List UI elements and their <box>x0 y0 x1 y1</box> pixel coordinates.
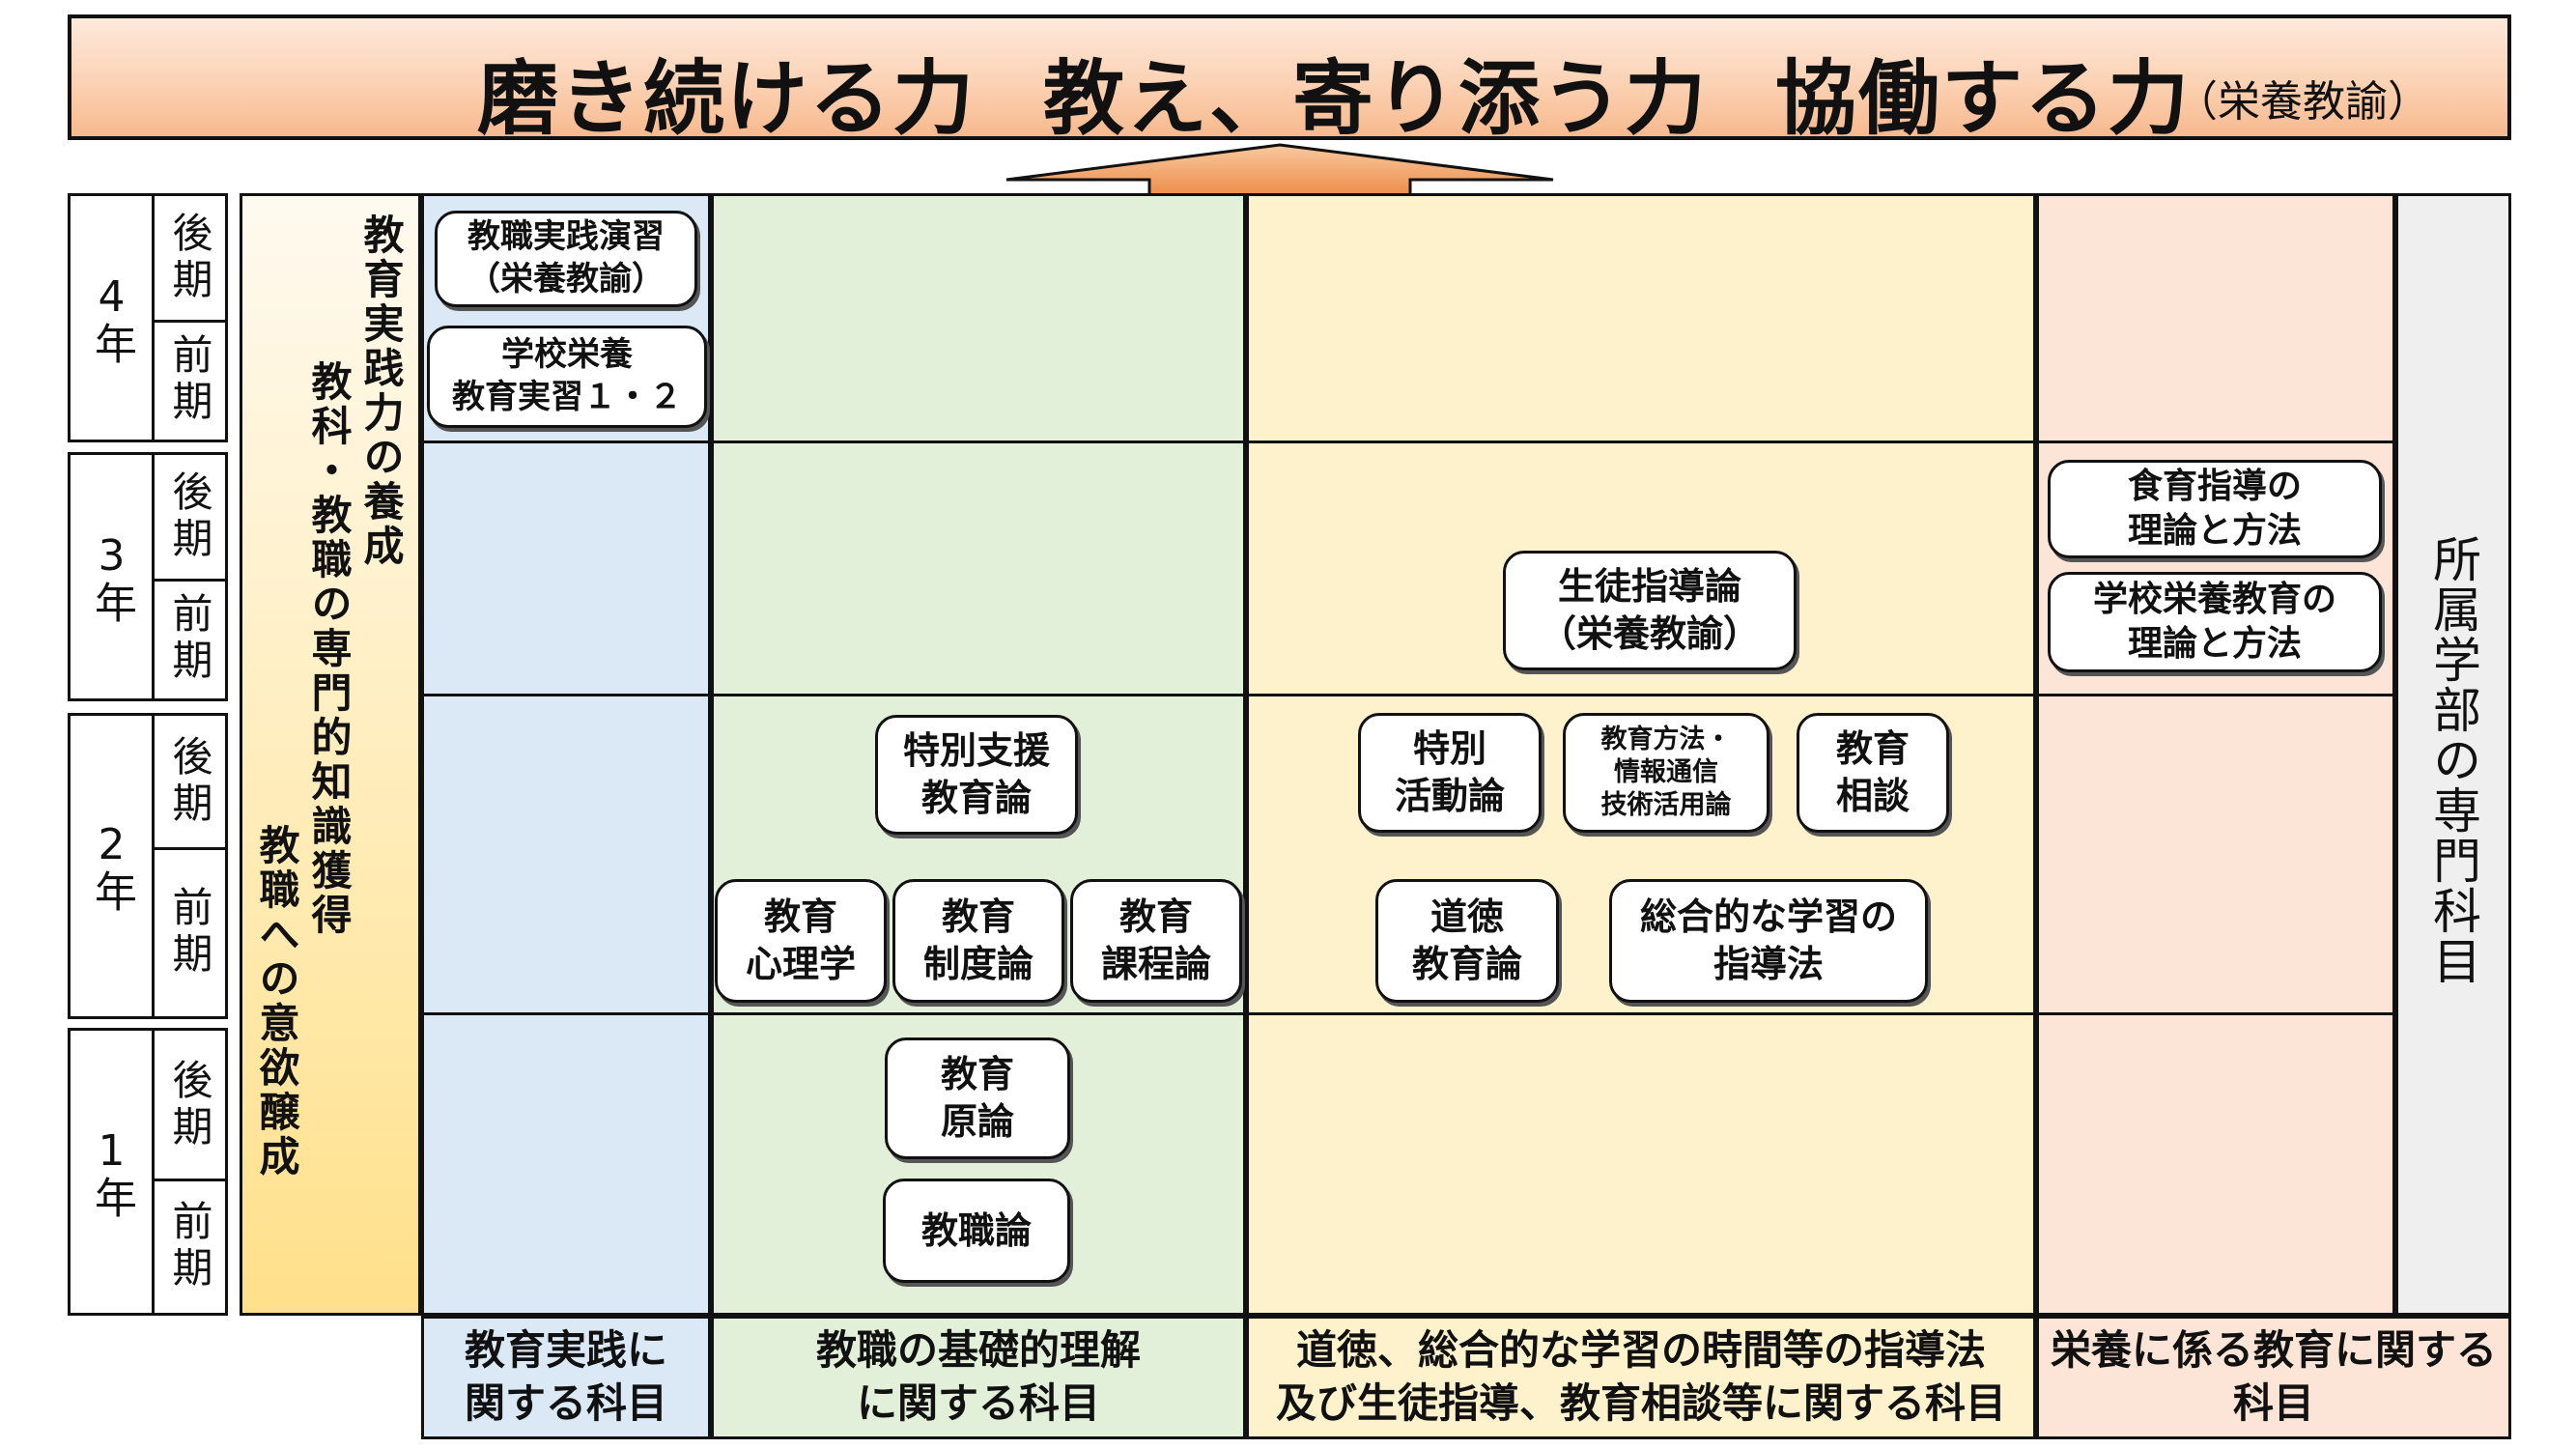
title-banner: 磨き続ける力教え、寄り添う力協働する力 （栄養教諭） <box>68 14 2511 146</box>
footer-practice: 教育実践に 関する科目 <box>421 1316 711 1439</box>
column-faculty: 所属学部の専門科目 <box>2395 193 2511 1316</box>
year-1-box: 1年 後期 前期 <box>68 1028 228 1316</box>
year-2-box: 2年 後期 前期 <box>68 713 228 1019</box>
course-tokubetsu-katsudo: 特別 活動論 <box>1358 713 1542 833</box>
course-kyoshoku-ron: 教職論 <box>883 1179 1070 1283</box>
year-label: 2年 <box>71 716 155 1016</box>
course-kyoiku-sodan: 教育 相談 <box>1797 713 1949 833</box>
course-kyoiku-shinri: 教育 心理学 <box>715 879 887 1003</box>
footer-guidance: 道徳、総合的な学習の時間等の指導法 及び生徒指導、教育相談等に関する科目 <box>1246 1316 2036 1439</box>
term-late: 後期 <box>152 1031 228 1181</box>
year-label: 3年 <box>71 455 155 698</box>
footer-foundation: 教職の基礎的理解 に関する科目 <box>711 1316 1246 1439</box>
course-gakko-eiyo-jisshu: 学校栄養 教育実習１・２ <box>427 326 707 428</box>
course-shokuiku-shido: 食育指導の 理論と方法 <box>2048 460 2382 558</box>
year-label: 1年 <box>71 1031 155 1313</box>
banner-title-part-2: 教え、寄り添う力 <box>1043 51 1709 146</box>
banner-title-part-3: 協働する力 <box>1775 51 2192 146</box>
term-early: 前期 <box>166 333 213 426</box>
term-early: 前期 <box>166 1199 213 1293</box>
goal-knowledge: 教科・教職の専門的知識獲得 <box>305 360 353 938</box>
goal-column: 教育実践力の養成 教科・教職の専門的知識獲得 教職への意欲醸成 <box>240 193 421 1316</box>
course-gakko-eiyo-kyoiku: 学校栄養教育の 理論と方法 <box>2048 572 2382 672</box>
course-kyoiku-katei: 教育 課程論 <box>1070 879 1242 1003</box>
year-label: 4年 <box>71 196 155 440</box>
divider-year-4-3 <box>421 440 2395 443</box>
term-late: 後期 <box>152 455 228 582</box>
banner-title: 磨き続ける力教え、寄り添う力協働する力 <box>477 34 2191 151</box>
course-kyoiku-hoho: 教育方法・ 情報通信 技術活用論 <box>1563 713 1769 833</box>
banner-subtitle: （栄養教諭） <box>2175 77 2430 127</box>
term-late: 後期 <box>152 196 228 323</box>
course-sogo-gakushu: 総合的な学習の 指導法 <box>1609 879 1928 1003</box>
goal-practice: 教育実践力の養成 <box>357 213 405 569</box>
faculty-column-label: 所属学部の専門科目 <box>2425 534 2481 986</box>
course-kyoiku-seido: 教育 制度論 <box>892 879 1064 1003</box>
course-seito-shido: 生徒指導論 （栄養教諭） <box>1503 551 1797 670</box>
year-3-box: 3年 後期 前期 <box>68 452 228 701</box>
column-nutrition <box>2036 193 2395 1316</box>
course-kyoshoku-jissen-enshu: 教職実践演習 （栄養教諭） <box>435 211 697 307</box>
footer-nutrition: 栄養に係る教育に関する 科目 <box>2036 1316 2511 1439</box>
course-kyoiku-genron: 教育 原論 <box>885 1037 1070 1159</box>
year-4-box: 4年 後期 前期 <box>68 193 228 442</box>
term-late: 後期 <box>152 716 228 850</box>
divider-year-2-1 <box>421 1012 2395 1015</box>
banner-title-part-1: 磨き続ける力 <box>477 51 977 146</box>
goal-motivation: 教職への意欲醸成 <box>253 824 300 1179</box>
term-early: 前期 <box>166 885 213 979</box>
course-tokubetsu-shien: 特別支援 教育論 <box>875 715 1078 835</box>
term-early: 前期 <box>166 592 213 685</box>
course-dotoku: 道徳 教育論 <box>1375 879 1559 1003</box>
divider-year-3-2 <box>421 694 2395 696</box>
